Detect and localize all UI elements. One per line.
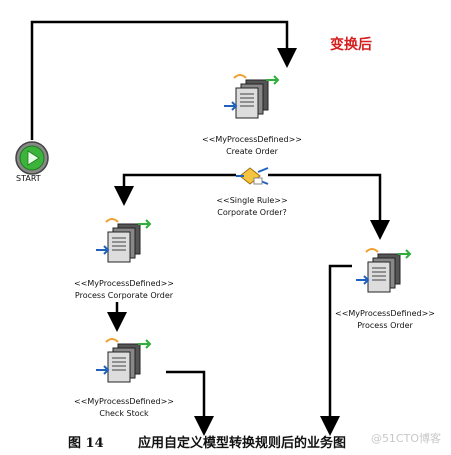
process-icon	[356, 248, 412, 293]
node-decision-stereotype: <<Single Rule>>	[216, 196, 288, 205]
process-icon	[224, 74, 280, 119]
start-label: START	[16, 174, 41, 183]
figure-caption: 图 14 应用自定义模型转换规则后的业务图	[68, 432, 346, 451]
watermark: @51CTO博客	[370, 432, 441, 445]
node-check-stock-name: Check Stock	[99, 409, 149, 418]
decision-icon	[236, 167, 269, 185]
flow-decision-to-process-order	[268, 173, 390, 240]
flow-start-to-create-order	[30, 20, 297, 140]
flow-process-order-out	[320, 264, 352, 436]
figure-caption-text: 应用自定义模型转换规则后的业务图	[138, 436, 347, 451]
figure-number: 图 14	[68, 436, 104, 451]
start-node-icon	[15, 141, 49, 175]
process-icon	[96, 338, 152, 383]
node-process-order-stereotype: <<MyProcessDefined>>	[335, 309, 435, 318]
node-create-order-stereotype: <<MyProcessDefined>>	[202, 135, 302, 144]
process-icon	[96, 218, 152, 263]
node-check-stock-stereotype: <<MyProcessDefined>>	[74, 397, 174, 406]
node-process-order-name: Process Order	[357, 321, 413, 330]
flow-check-stock-out	[166, 370, 214, 436]
diagram-title: 变换后	[330, 37, 372, 53]
flow-decision-to-corporate	[114, 173, 236, 206]
node-corporate-stereotype: <<MyProcessDefined>>	[74, 279, 174, 288]
node-decision-name: Corporate Order?	[217, 208, 287, 217]
node-create-order-name: Create Order	[226, 147, 278, 156]
node-corporate-name: Process Corporate Order	[74, 291, 174, 300]
